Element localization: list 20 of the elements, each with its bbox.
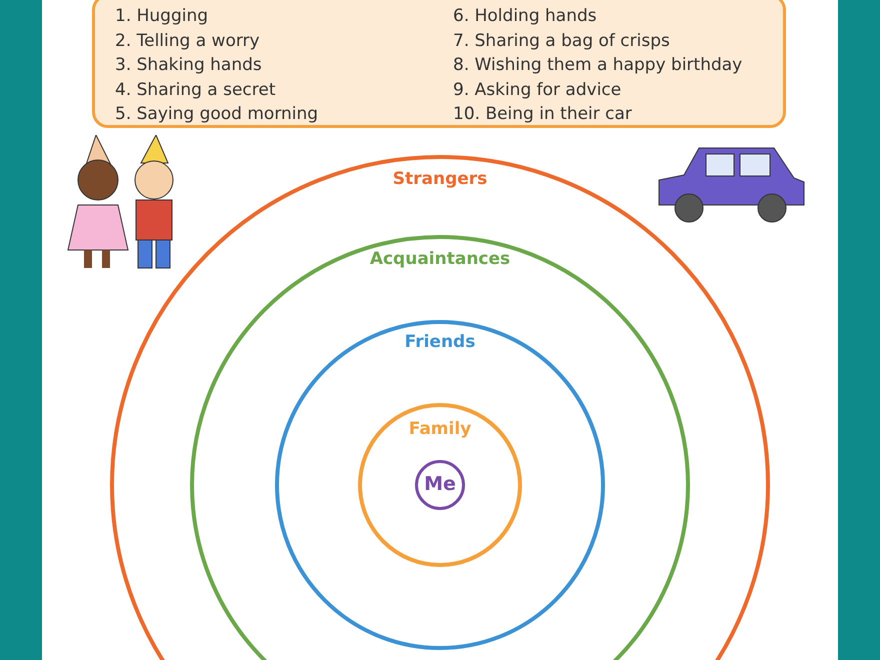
ring-label: Family: [408, 419, 472, 439]
list-item: 9. Asking for advice: [453, 80, 622, 100]
ring-label: Friends: [404, 332, 476, 352]
list-item: 4. Sharing a secret: [115, 80, 276, 100]
list-item: 5. Saying good morning: [115, 104, 318, 124]
list-item: 8. Wishing them a happy birthday: [453, 55, 742, 75]
circle-ring: [358, 403, 522, 567]
list-item: 7. Sharing a bag of crisps: [453, 30, 670, 50]
list-item: 10. Being in their car: [453, 104, 632, 124]
circle-ring: [190, 235, 690, 660]
list-item: 2. Telling a worry: [115, 30, 260, 50]
list-item: 3. Shaking hands: [115, 55, 262, 75]
ring-label: Acquaintances: [368, 249, 512, 269]
list-item: 1. Hugging: [115, 6, 208, 26]
circle-ring: [415, 460, 465, 510]
ring-label: Strangers: [392, 169, 488, 189]
list-item: 6. Holding hands: [453, 6, 597, 26]
ring-label: Me: [423, 473, 457, 495]
circle-ring: [275, 320, 605, 650]
circle-ring: [110, 155, 770, 660]
